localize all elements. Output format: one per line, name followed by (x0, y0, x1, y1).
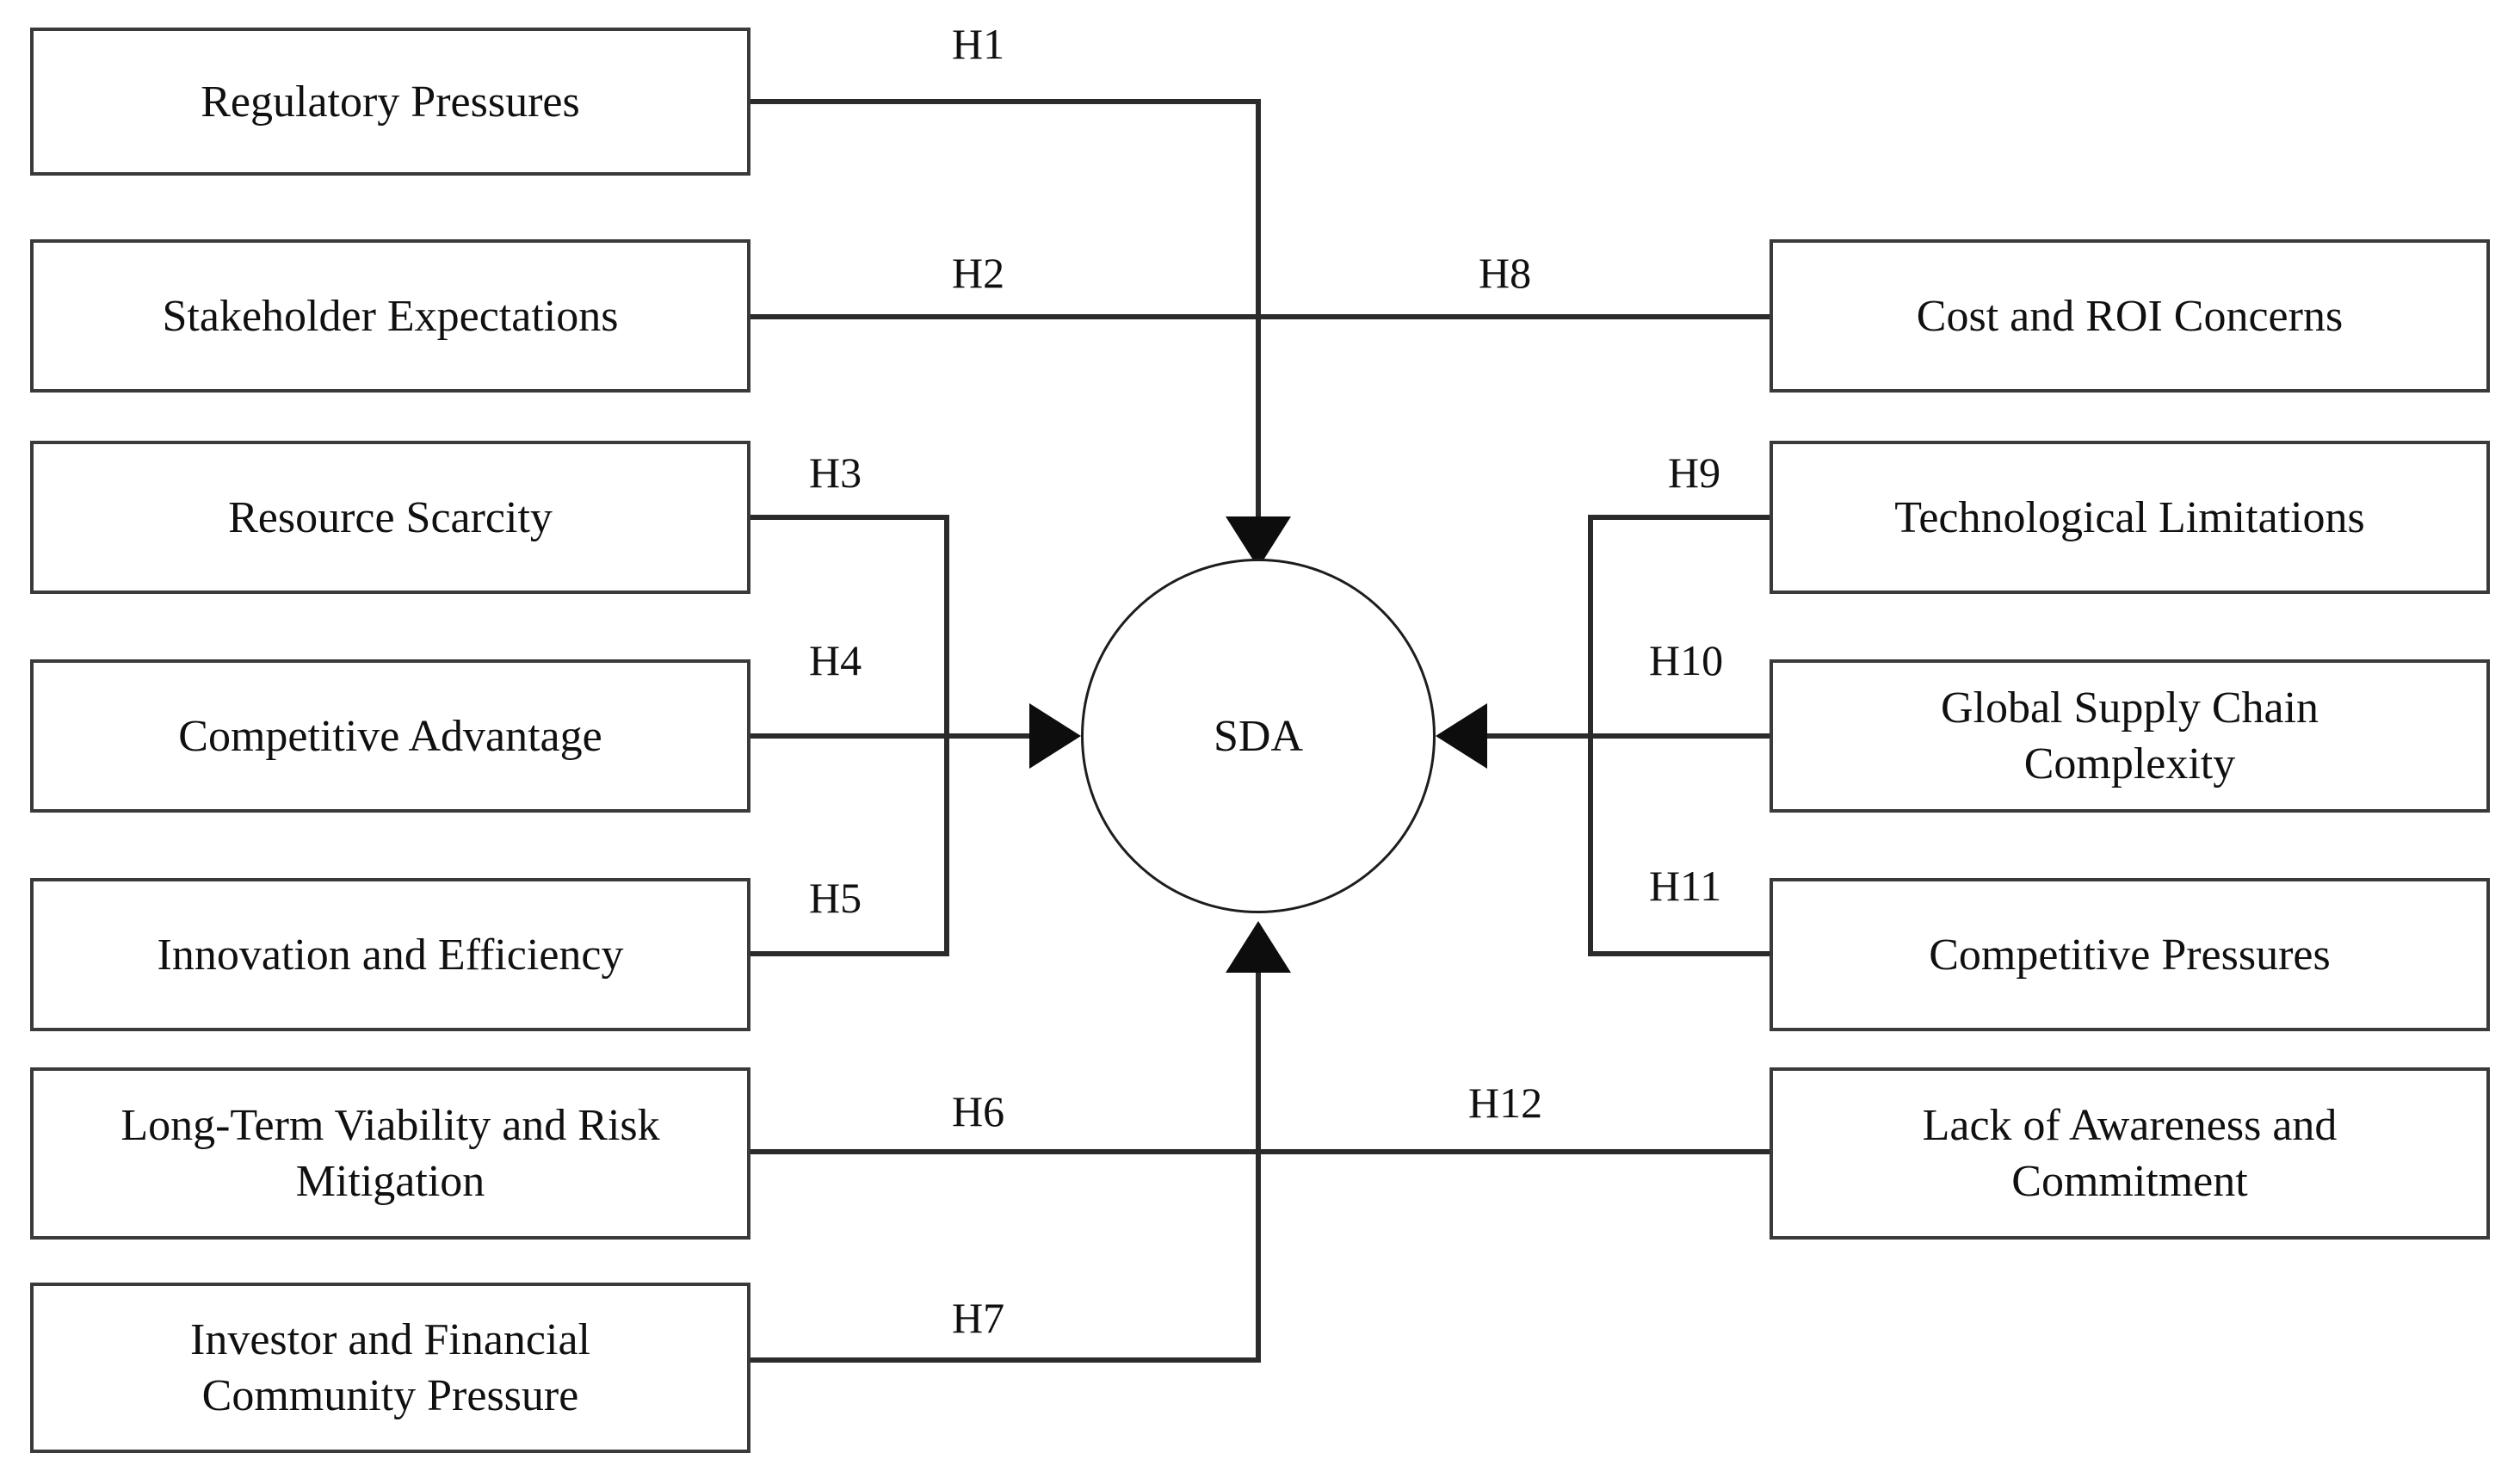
node-long-term-viability[interactable]: Long-Term Viability and Risk Mitigation (30, 1067, 750, 1240)
hypothesis-label-h9: H9 (1668, 448, 1721, 497)
hypothesis-label-h6: H6 (952, 1087, 1005, 1135)
arrowhead-right (1436, 703, 1487, 769)
hypothesis-label-h4: H4 (809, 636, 862, 684)
hypothesis-label-h7: H7 (952, 1294, 1005, 1342)
hypothesis-label-h11: H11 (1649, 862, 1722, 910)
hypothesis-label-h8: H8 (1479, 249, 1532, 297)
node-innovation-and-efficiency[interactable]: Innovation and Efficiency (30, 878, 750, 1031)
arrowhead-bottom (1226, 921, 1291, 973)
hypothesis-label-h5: H5 (809, 874, 862, 922)
connector-h9 (1588, 515, 1770, 736)
node-stakeholder-expectations[interactable]: Stakeholder Expectations (30, 239, 750, 393)
arrowhead-left (1029, 703, 1081, 769)
hypothesis-label-h1: H1 (952, 20, 1005, 68)
hypothesis-label-h2: H2 (952, 249, 1005, 297)
connector-h3 (750, 515, 949, 736)
node-technological-limitations[interactable]: Technological Limitations (1770, 441, 2490, 594)
hypothesis-label-h10: H10 (1649, 636, 1724, 684)
hypothesis-label-h3: H3 (809, 448, 862, 497)
node-regulatory-pressures[interactable]: Regulatory Pressures (30, 28, 750, 176)
node-resource-scarcity[interactable]: Resource Scarcity (30, 441, 750, 594)
node-cost-and-roi-concerns[interactable]: Cost and ROI Concerns (1770, 239, 2490, 393)
node-competitive-advantage[interactable]: Competitive Advantage (30, 659, 750, 813)
node-competitive-pressures[interactable]: Competitive Pressures (1770, 878, 2490, 1031)
node-lack-of-awareness-commitment[interactable]: Lack of Awareness and Commitment (1770, 1067, 2490, 1240)
node-investor-financial-community[interactable]: Investor and Financial Community Pressur… (30, 1283, 750, 1453)
center-node-sda[interactable]: SDA (1081, 559, 1436, 913)
hypothesis-label-h12: H12 (1468, 1079, 1543, 1127)
connector-h11 (1588, 736, 1770, 956)
node-global-supply-chain-complexity[interactable]: Global Supply Chain Complexity (1770, 659, 2490, 813)
